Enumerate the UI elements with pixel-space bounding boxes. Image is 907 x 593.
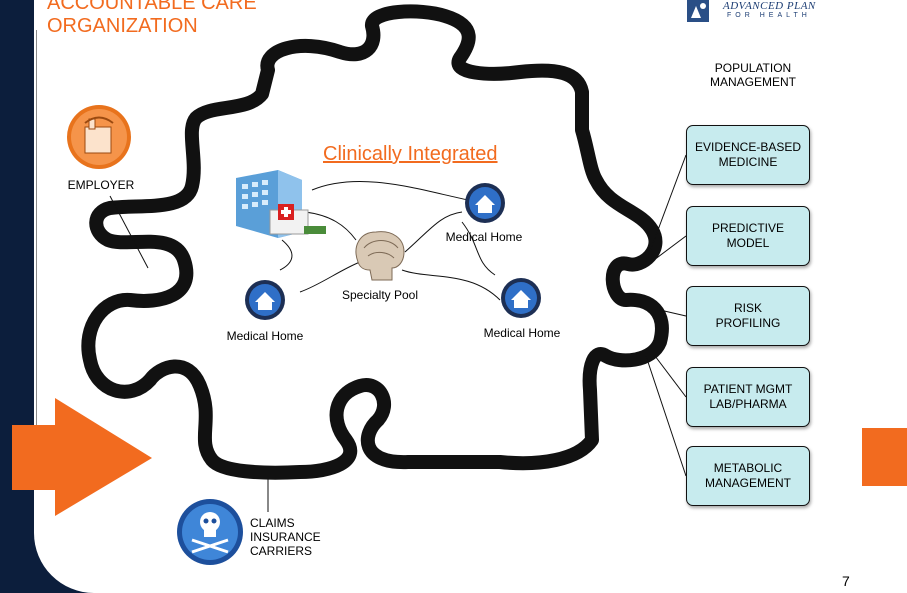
left-orange-arrow bbox=[12, 398, 152, 516]
employer-icon bbox=[67, 105, 131, 169]
specialty-pool-label: Specialty Pool bbox=[341, 288, 419, 302]
box-risk-profiling: RISK PROFILING bbox=[686, 286, 810, 346]
population-management-line2: MANAGEMENT bbox=[709, 75, 796, 89]
box-patient-mgmt: PATIENT MGMT LAB/PHARMA bbox=[686, 367, 810, 427]
logo-line2: FOR HEALTH bbox=[727, 12, 811, 19]
medical-home-label-right: Medical Home bbox=[483, 326, 561, 340]
claims-label: CLAIMS INSURANCE CARRIERS bbox=[250, 516, 321, 558]
employer-label: EMPLOYER bbox=[67, 178, 135, 192]
population-management-line1: POPULATION bbox=[714, 61, 792, 75]
medical-home-label-top: Medical Home bbox=[445, 230, 523, 244]
puzzle-piece-outline bbox=[81, 4, 669, 480]
home-icon-top bbox=[465, 183, 505, 223]
claims-line2: INSURANCE bbox=[250, 530, 321, 544]
slide-title-line2: ORGANIZATION bbox=[47, 15, 198, 37]
page-number: 7 bbox=[842, 573, 850, 589]
box-metabolic-management: METABOLIC MANAGEMENT bbox=[686, 446, 810, 506]
advanced-plan-logo: ADVANCED PLAN FOR HEALTH bbox=[683, 0, 853, 26]
logo-line1: ADVANCED PLAN bbox=[723, 0, 816, 12]
home-icon-left bbox=[245, 280, 285, 320]
clinically-integrated-label: Clinically Integrated bbox=[323, 143, 498, 165]
network-connectors bbox=[279, 180, 501, 301]
employer-connector bbox=[109, 195, 149, 269]
pirate-skull-icon bbox=[177, 499, 243, 565]
slide-title: ACCOUNTABLE CARE ORGANIZATION bbox=[47, 0, 257, 38]
left-divider bbox=[36, 30, 37, 450]
home-icon-right bbox=[501, 278, 541, 318]
claims-line3: CARRIERS bbox=[250, 544, 313, 558]
logo-mark-icon bbox=[687, 0, 709, 22]
slide-title-line1: ACCOUNTABLE CARE bbox=[47, 0, 257, 14]
box-predictive-model: PREDICTIVE MODEL bbox=[686, 206, 810, 266]
medical-home-label-left: Medical Home bbox=[226, 329, 304, 343]
box-connectors bbox=[645, 154, 687, 477]
claims-line1: CLAIMS bbox=[250, 516, 295, 530]
right-orange-arrow bbox=[862, 428, 907, 486]
hospital-icon bbox=[236, 170, 326, 238]
population-management-heading: POPULATION MANAGEMENT bbox=[688, 61, 818, 89]
box-evidence-based-medicine: EVIDENCE-BASED MEDICINE bbox=[686, 125, 810, 185]
brain-icon bbox=[355, 231, 405, 281]
